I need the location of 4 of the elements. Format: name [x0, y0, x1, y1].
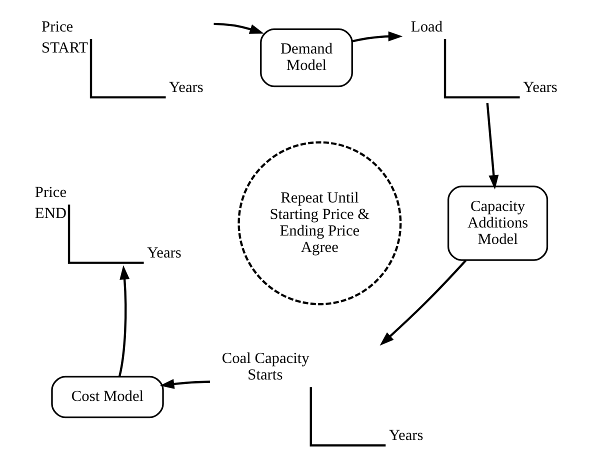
node-text: Price END Years [34, 184, 182, 262]
node-text: Load Years [410, 18, 558, 96]
node-text: Coal Capacity Starts Years [222, 350, 424, 444]
node-text: Price START Years [42, 18, 204, 96]
